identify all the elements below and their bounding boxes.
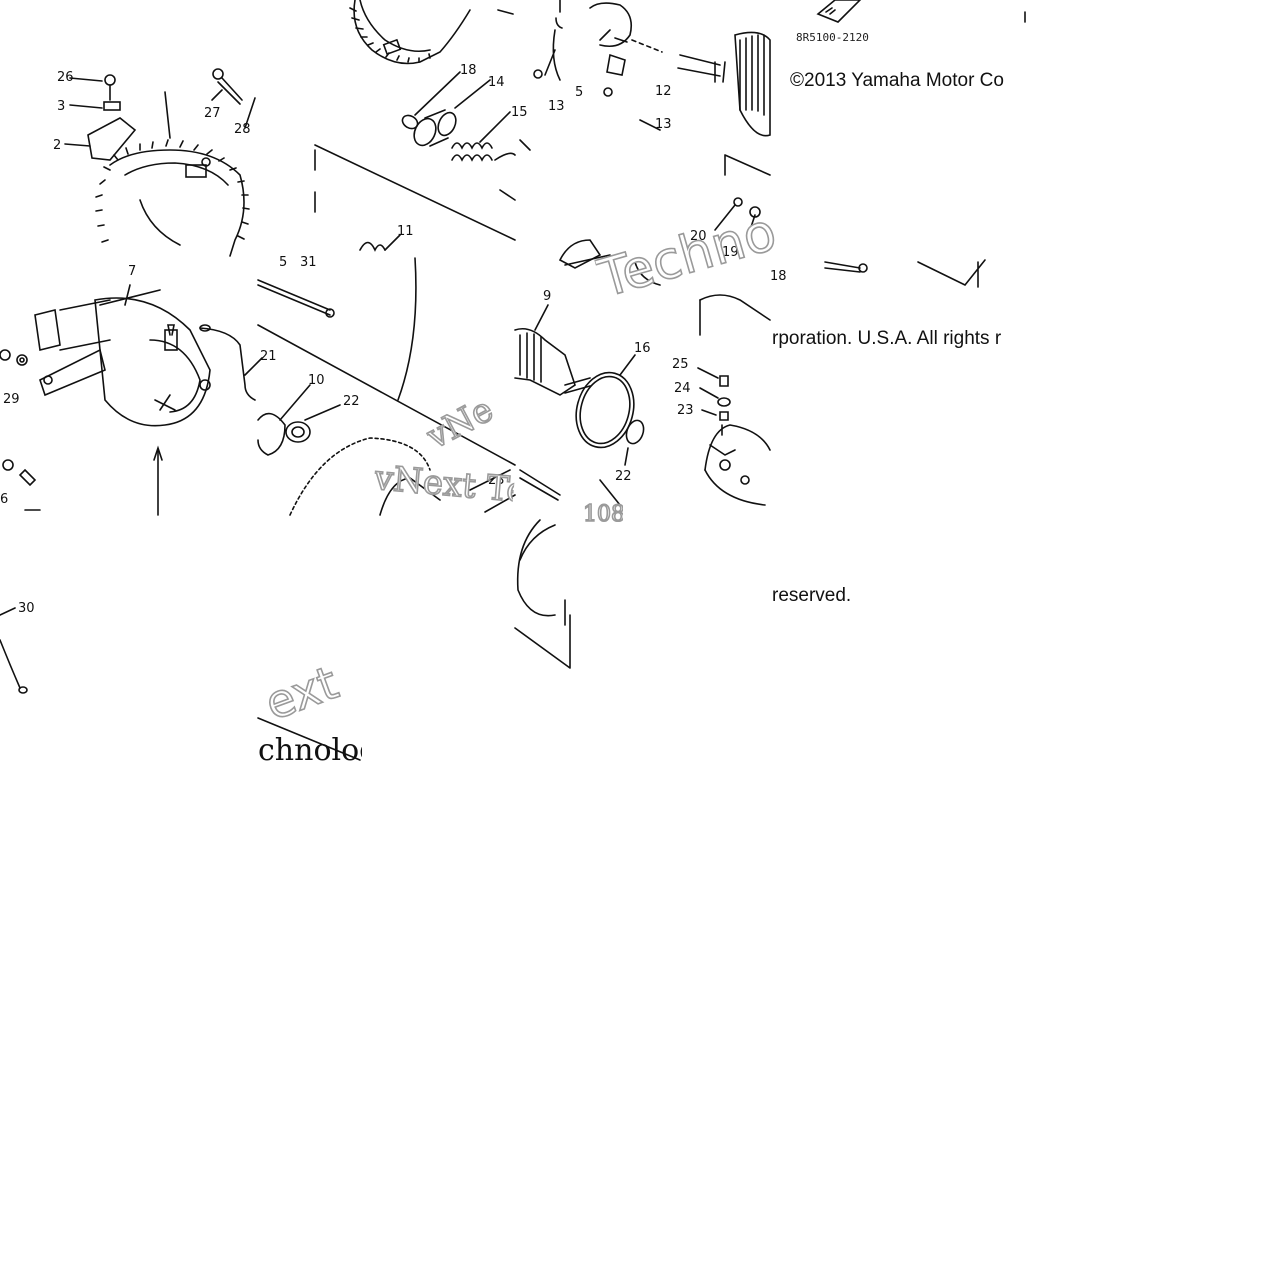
pinion-partial (494, 152, 516, 201)
lead-wire-21 (199, 324, 263, 401)
label-31: 31 (300, 255, 317, 270)
end-cover-outline (724, 154, 771, 176)
washer-22b (624, 419, 645, 466)
brush-holder-top (533, 0, 663, 97)
label-5-top: 5 (575, 85, 583, 100)
label-24: 23 (677, 403, 694, 418)
through-bolt-31 (257, 279, 335, 318)
nut-left (0, 349, 28, 366)
leader-28 (244, 97, 256, 129)
label-5: 5 (279, 255, 287, 270)
part-number-labels: 26 3 2 27 28 18 14 15 13 5 12 13 20 19 1… (0, 63, 787, 616)
label-23: 23 (488, 473, 505, 488)
lower-outline (257, 717, 361, 761)
copyright-line-1: ©2013 Yamaha Motor Co (790, 70, 1004, 91)
washer-3 (69, 101, 121, 111)
diagram-code: 8R5100-2120 (796, 31, 869, 44)
label-18: 18 (770, 269, 787, 284)
label-30: 30 (18, 601, 35, 616)
bracket-lower (289, 437, 441, 516)
label-22: 22 (343, 394, 360, 409)
end-cover-bottom (514, 519, 571, 669)
ring-gear-top (349, 0, 471, 65)
armature-top (677, 31, 771, 137)
label-6: 6 (0, 492, 8, 507)
label-29: 29 (3, 392, 20, 407)
label-26: 25 (672, 357, 689, 372)
label-11: 11 (397, 224, 414, 239)
washer-19 (749, 206, 761, 231)
label-20: 20 (690, 229, 707, 244)
screw-18 (824, 261, 868, 273)
label-25: 24 (674, 381, 691, 396)
label-10: 10 (308, 373, 325, 388)
end-cover-right (699, 294, 771, 506)
yoke-line (257, 324, 516, 466)
label-17: 18 (460, 63, 477, 78)
label-3: 3 (57, 99, 65, 114)
washer-20 (714, 197, 743, 231)
bolt-27 (211, 68, 243, 105)
label-27: 27 (204, 106, 221, 121)
label-21: 21 (260, 349, 277, 364)
oring-22 (285, 404, 341, 443)
copyright-line-3: reserved. (772, 585, 852, 606)
label-19: 19 (722, 245, 739, 260)
cover-10 (257, 384, 311, 456)
bolt-4 (69, 74, 116, 101)
label-12: 12 (655, 84, 672, 99)
housing-outline (314, 144, 516, 241)
spring-11 (359, 241, 386, 252)
pin-top (497, 9, 514, 15)
spring-15 (451, 111, 511, 162)
oring-17 (401, 71, 461, 130)
nuts-24-26 (697, 367, 731, 436)
yoke-lower-lines (519, 469, 621, 506)
bushing-14 (413, 79, 491, 147)
label-15-mid: 15 (511, 105, 528, 120)
brush-assembly-right (519, 139, 661, 286)
label-13-right: 13 (655, 117, 672, 132)
lead-wire-30 (0, 607, 28, 694)
label-28: 28 (234, 122, 251, 137)
oring-16 (575, 354, 636, 449)
label-7: 7 (128, 264, 136, 279)
copyright-line-2: rporation. U.S.A. All rights r (772, 328, 1002, 349)
nut-bottom-left (2, 459, 41, 511)
label-14: 14 (488, 75, 505, 90)
label-16: 16 (634, 341, 651, 356)
ring-gear-left (95, 91, 250, 257)
label-13-left: 13 (548, 99, 565, 114)
starter-motor (34, 284, 211, 427)
label-2: 2 (53, 138, 61, 153)
label-22b: 22 (615, 469, 632, 484)
front-arrow (816, 0, 862, 23)
label-9: 9 (543, 289, 551, 304)
label-4: 26 (57, 70, 74, 85)
plate-2 (64, 117, 137, 161)
box-outline-right (917, 259, 986, 288)
armature-9 (514, 304, 591, 396)
yoke-arc (397, 257, 417, 401)
